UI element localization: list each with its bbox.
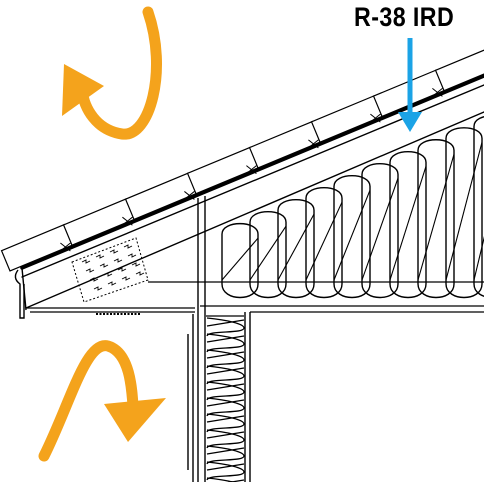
wall-batt-loop xyxy=(206,333,245,353)
attic-batt xyxy=(445,127,483,299)
vent-mark xyxy=(113,258,123,263)
vent-mark xyxy=(117,267,127,272)
shingle xyxy=(0,223,74,272)
attic-insulation-r38 xyxy=(221,116,484,299)
vent-mark xyxy=(123,244,133,249)
vent-mark xyxy=(85,268,95,273)
eave-gutter xyxy=(14,267,27,319)
wall-insulation xyxy=(206,315,245,482)
soffit xyxy=(26,307,195,315)
vent-mark xyxy=(95,254,105,259)
vent-mark xyxy=(121,276,131,281)
vent-mark xyxy=(89,277,99,282)
attic-batt xyxy=(333,175,371,299)
wall-batt-loop xyxy=(206,477,245,482)
vent-mark xyxy=(109,249,119,254)
vent-mark xyxy=(103,272,113,277)
vent-mark xyxy=(131,262,141,267)
wall-batt-loop xyxy=(206,397,245,417)
attic-batt xyxy=(249,210,287,299)
soffit-vent xyxy=(71,237,149,303)
vent-mark xyxy=(127,253,137,258)
shingle xyxy=(248,120,322,169)
vent-mark xyxy=(135,271,145,276)
attic-batt xyxy=(361,163,399,299)
wall-batt-loop xyxy=(206,445,245,465)
attic-batt xyxy=(417,139,455,299)
shingle xyxy=(62,198,136,247)
attic-batt xyxy=(305,186,343,299)
curved-arrow-down-left-icon xyxy=(62,6,162,140)
wall-batt-loop xyxy=(206,349,245,369)
wall-batt-loop xyxy=(206,429,245,449)
wall-batt-loop xyxy=(206,413,245,433)
vent-mark xyxy=(99,263,109,268)
attic-batt xyxy=(473,116,484,297)
curved-arrow-down-right-icon xyxy=(38,340,166,462)
attic-batt xyxy=(277,198,315,299)
ceiling xyxy=(148,281,484,313)
wall-batt-loop xyxy=(206,365,245,385)
shingle xyxy=(434,49,484,92)
vent-mark xyxy=(93,286,103,291)
arrow-down-icon xyxy=(398,38,422,132)
shingle xyxy=(310,94,384,143)
insulation-label: R-38 IRD xyxy=(354,2,455,32)
wall-batt-loop xyxy=(206,381,245,401)
shingle xyxy=(186,146,260,195)
vent-mark xyxy=(81,259,91,264)
wall-batt-loop xyxy=(206,317,245,337)
wall-batt-loop xyxy=(206,461,245,481)
shingle xyxy=(124,172,198,221)
attic-batt xyxy=(221,222,259,299)
vent-mark xyxy=(107,281,117,286)
attic-batt xyxy=(389,151,427,299)
wall-framing xyxy=(187,196,251,482)
